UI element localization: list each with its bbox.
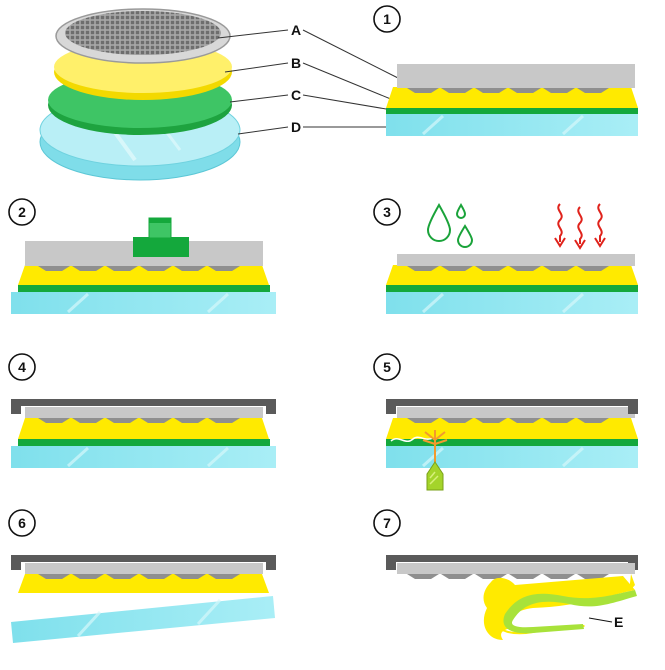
step-badge-2: 2	[8, 198, 36, 226]
step-badge-3: 3	[373, 198, 401, 226]
svg-text:3: 3	[383, 204, 391, 220]
glass-slide	[386, 292, 638, 314]
glass-slide	[11, 292, 276, 314]
green-film	[386, 108, 638, 114]
step-5-cut	[386, 399, 638, 491]
holder-frame	[386, 555, 638, 562]
holder-frame	[386, 399, 638, 406]
leader-line-e	[588, 617, 613, 623]
glass-slide	[386, 114, 638, 136]
step-badge-1: 1	[373, 5, 401, 33]
label-e: E	[614, 614, 623, 630]
label-c: C	[291, 87, 301, 103]
cut-splash	[422, 430, 448, 462]
mesh-plate	[397, 563, 635, 574]
step-3-treat	[386, 254, 638, 314]
heat-wave-icon	[554, 203, 606, 250]
svg-text:4: 4	[18, 359, 26, 375]
leader-lines	[217, 29, 399, 135]
holder-frame	[11, 399, 276, 406]
yellow-layer	[18, 418, 269, 439]
step-6-remove-glass	[11, 555, 276, 643]
label-d: D	[291, 119, 301, 135]
step-badges: 1 2 3 4 5 6 7	[8, 5, 401, 537]
mesh-plate	[397, 64, 635, 88]
green-film	[18, 439, 270, 446]
step-badge-6: 6	[8, 509, 36, 537]
green-film	[18, 285, 270, 292]
svg-text:7: 7	[383, 515, 391, 531]
needle-icon	[426, 461, 444, 491]
glass-slide	[386, 446, 638, 468]
mesh-plate	[25, 407, 263, 418]
mesh-plate	[397, 254, 635, 266]
step-badge-5: 5	[373, 353, 401, 381]
svg-text:2: 2	[18, 204, 26, 220]
step-badge-7: 7	[373, 509, 401, 537]
svg-text:5: 5	[383, 359, 391, 375]
svg-text:6: 6	[18, 515, 26, 531]
mesh-plate	[25, 563, 263, 574]
glass-slide	[11, 446, 276, 468]
step-2-press	[11, 217, 276, 314]
label-b: B	[291, 55, 301, 71]
water-drop-icon	[426, 202, 474, 248]
step-7-peel	[386, 555, 638, 640]
step-badge-4: 4	[8, 353, 36, 381]
step-1-assembly	[386, 64, 638, 136]
mesh-plate	[397, 407, 635, 418]
weight-icon	[133, 217, 189, 257]
label-a: A	[291, 22, 301, 38]
peeled-film	[483, 576, 637, 640]
svg-text:1: 1	[383, 11, 391, 27]
holder-frame	[11, 555, 276, 562]
exploded-stack	[39, 8, 241, 181]
layer-labels: A B C D	[291, 22, 301, 135]
yellow-layer	[386, 418, 638, 439]
glass-slide	[11, 596, 275, 643]
green-film	[386, 439, 638, 446]
green-film	[386, 285, 638, 292]
step-4-clamp	[11, 399, 276, 468]
layer-a-mesh	[55, 8, 231, 64]
